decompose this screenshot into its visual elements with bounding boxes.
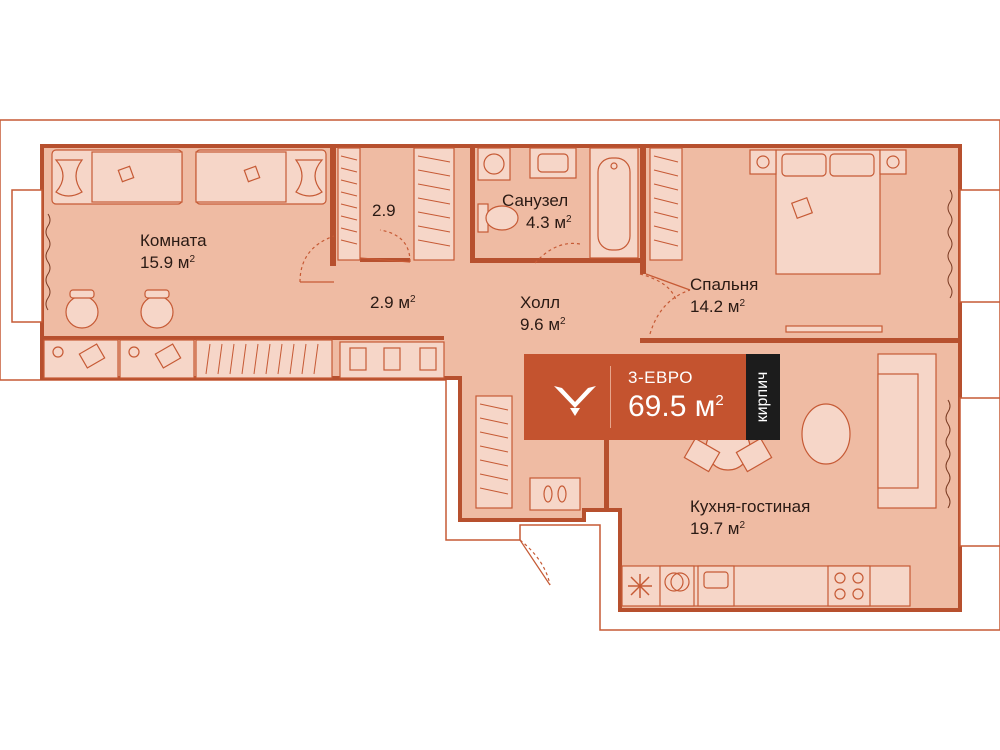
sofa-icon xyxy=(877,353,937,509)
room-label-bathroom: Санузел 4.3 м2 xyxy=(502,190,572,234)
apartment-badge: 3-ЕВРО 69.5 м2 кирпич xyxy=(524,354,780,440)
door-leaves xyxy=(300,257,691,586)
tv-icon xyxy=(785,325,883,333)
room-area: 2.9 м xyxy=(370,293,411,312)
wardrobe-hatching xyxy=(205,343,319,375)
badge-material: кирпич xyxy=(746,354,780,440)
room-area: 2.9 xyxy=(372,201,396,220)
badge-divider xyxy=(610,366,611,428)
room-name: Кухня-гостиная xyxy=(690,497,811,516)
area-unit-sup: 2 xyxy=(560,316,566,327)
bathtub-icon xyxy=(589,147,639,259)
area-unit-sup: 2 xyxy=(715,392,724,409)
room-name: Спальня xyxy=(690,275,759,294)
sink-icon xyxy=(529,147,577,179)
room-label-hall: Холл 9.6 м2 xyxy=(520,292,566,336)
kitchen-counter xyxy=(621,565,911,607)
windows xyxy=(11,189,1000,547)
room-area: 14.2 м xyxy=(690,297,740,316)
area-unit-sup: 2 xyxy=(739,520,746,531)
badge-main: 3-ЕВРО 69.5 м2 xyxy=(524,354,746,440)
room-label-kitchen: Кухня-гостиная 19.7 м2 xyxy=(690,496,810,540)
room-label-corridor: 2.9 м2 xyxy=(370,292,416,314)
storage-icon xyxy=(43,339,333,379)
room-label-closet: 2.9 xyxy=(372,200,396,222)
apartment-type: 3-ЕВРО xyxy=(628,368,693,387)
wardrobe-hatching xyxy=(340,155,679,495)
doormat-icon xyxy=(529,477,581,511)
table-icon xyxy=(801,403,851,465)
room-area: 15.9 м xyxy=(140,253,190,272)
chair-icon xyxy=(65,289,174,329)
sofa-icon xyxy=(195,149,327,205)
room-area: 9.6 м xyxy=(520,315,561,334)
stove-icon xyxy=(834,572,864,600)
room-name: Холл xyxy=(520,293,561,312)
bird-logo-icon xyxy=(554,386,596,416)
toilet-icon xyxy=(477,203,519,233)
area-unit-sup: 2 xyxy=(189,254,196,265)
door-swings xyxy=(299,229,691,586)
room-name: Санузел xyxy=(502,191,569,210)
washing-machine-icon xyxy=(477,147,511,181)
freezer-icon xyxy=(628,574,652,598)
dishwasher-icon xyxy=(664,572,690,592)
room-name: Комната xyxy=(140,231,207,250)
room-label-living-room: Комната 15.9 м2 xyxy=(140,230,207,274)
cabinet-icon xyxy=(339,341,445,379)
apartment-total-area: 69.5 м xyxy=(628,390,716,423)
sofa-icon xyxy=(51,149,183,205)
area-unit-sup: 2 xyxy=(410,294,416,305)
room-area: 4.3 м xyxy=(526,213,567,232)
area-unit-sup: 2 xyxy=(566,214,572,225)
room-area: 19.7 м xyxy=(690,519,740,538)
room-label-bedroom: Спальня 14.2 м2 xyxy=(690,274,758,318)
nightstand-icon xyxy=(749,149,907,175)
material-label: кирпич xyxy=(754,371,771,423)
bed-icon xyxy=(775,149,881,275)
area-unit-sup: 2 xyxy=(739,298,746,309)
interior-walls xyxy=(42,146,960,510)
curtain-icon xyxy=(45,189,953,509)
